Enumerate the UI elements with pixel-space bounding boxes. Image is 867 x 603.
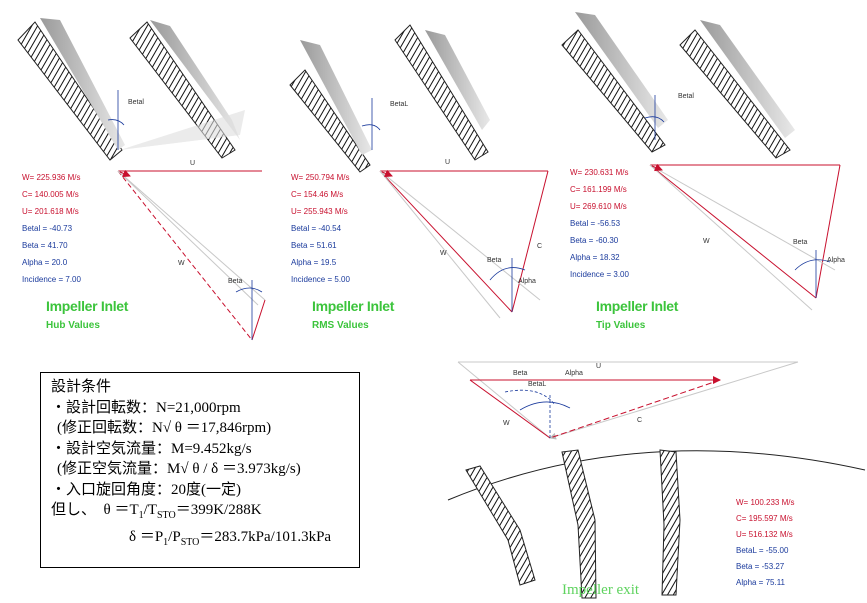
- hub-panel: Betal U W Beta W= 225.936 M/s C= 140.005…: [17, 18, 266, 341]
- exit-value-beta: Beta = -53.27: [736, 562, 785, 571]
- exit-w-label: W: [503, 420, 510, 427]
- rms-value-alpha: Alpha = 19.5: [291, 258, 337, 267]
- exit-betal-label: BetaL: [528, 381, 546, 388]
- hub-title: Impeller Inlet: [46, 298, 129, 314]
- hub-value-u: U= 201.618 M/s: [22, 207, 79, 216]
- rms-alpha-label: Alpha: [518, 278, 536, 285]
- rms-u-label: U: [445, 159, 450, 166]
- hub-value-c: C= 140.005 M/s: [22, 190, 79, 199]
- hub-blade-angle-label: Betal: [128, 99, 144, 106]
- tip-value-u: U= 269.610 M/s: [570, 202, 627, 211]
- tip-velocity-triangle: [649, 163, 841, 311]
- exit-beta-label: Beta: [513, 370, 528, 377]
- exit-title: Impeller exit: [562, 582, 640, 598]
- tip-value-betal: Betal = -56.53: [570, 219, 621, 228]
- delta-value: ＝283.7kPa/101.3kPa: [199, 528, 332, 545]
- conditions-title: 設計条件: [51, 379, 112, 395]
- hub-subtitle: Hub Values: [46, 320, 100, 331]
- exit-value-c: C= 195.597 M/s: [736, 514, 793, 523]
- tip-panel: Betal W Beta Alpha W= 230.631 M/s C= 161…: [561, 12, 845, 331]
- tip-blades: [561, 12, 795, 159]
- hub-blades: [17, 18, 245, 161]
- tip-beta-label: Beta: [793, 239, 808, 246]
- tip-w-label: W: [703, 238, 710, 245]
- tip-value-beta: Beta = -60.30: [570, 236, 619, 245]
- rms-velocity-triangle: [379, 169, 549, 319]
- rms-value-w: W= 250.794 M/s: [291, 173, 349, 182]
- hub-values-list: W= 225.936 M/s C= 140.005 M/s U= 201.618…: [22, 173, 81, 284]
- hub-value-w: W= 225.936 M/s: [22, 173, 80, 182]
- hub-beta-label: Beta: [228, 278, 243, 285]
- hub-value-betal: Betal = -40.73: [22, 224, 73, 233]
- delta-sub2: STO: [180, 536, 200, 548]
- tip-subtitle: Tip Values: [596, 320, 646, 331]
- exit-values-list: W= 100.233 M/s C= 195.597 M/s U= 516.132…: [736, 498, 794, 587]
- rms-w-label: W: [440, 250, 447, 257]
- exit-value-betal: BetaL = -55.00: [736, 546, 789, 555]
- tip-alpha-label: Alpha: [827, 257, 845, 264]
- exit-value-alpha: Alpha = 75.11: [736, 578, 786, 587]
- tip-blade-angle-label: Betal: [678, 93, 694, 100]
- rms-value-c: C= 154.46 M/s: [291, 190, 343, 199]
- delta-mid: /P: [168, 528, 181, 545]
- tip-title: Impeller Inlet: [596, 298, 679, 314]
- tip-values-list: W= 230.631 M/s C= 161.199 M/s U= 269.610…: [570, 168, 629, 279]
- conditions-inlet-swirl: ・入口旋回角度：20度(一定): [51, 481, 241, 498]
- exit-c-label: C: [637, 417, 642, 424]
- rms-subtitle: RMS Values: [312, 320, 369, 331]
- rms-blade-angle-label: BetaL: [390, 101, 408, 108]
- exit-u-label: U: [596, 363, 601, 370]
- conditions-theta-line: 但し、 θ ＝T1/TSTO＝399K/288K: [51, 500, 349, 527]
- exit-value-u: U= 516.132 M/s: [736, 530, 793, 539]
- hub-u-label: U: [190, 160, 195, 167]
- exit-velocity-triangle: [457, 361, 799, 440]
- theta-sub2: STO: [156, 510, 176, 521]
- hub-w-label: W: [178, 260, 185, 267]
- rms-title: Impeller Inlet: [312, 298, 395, 314]
- rms-c-label: C: [537, 243, 542, 250]
- rms-blades: [289, 24, 490, 173]
- exit-value-w: W= 100.233 M/s: [736, 498, 794, 507]
- design-conditions-box: 設計条件 ・設計回転数：N=21,000rpm (修正回転数：N√ θ ＝17,…: [40, 372, 360, 568]
- tip-value-alpha: Alpha = 18.32: [570, 253, 620, 262]
- tip-value-w: W= 230.631 M/s: [570, 168, 628, 177]
- rms-value-betal: Betal = -40.54: [291, 224, 342, 233]
- hub-value-incidence: Incidence = 7.00: [22, 275, 81, 284]
- rms-values-list: W= 250.794 M/s C= 154.46 M/s U= 255.943 …: [291, 173, 350, 284]
- tip-value-c: C= 161.199 M/s: [570, 185, 627, 194]
- delta-text: δ ＝P: [129, 528, 164, 545]
- exit-impeller-blades: [447, 449, 866, 599]
- exit-panel: Beta Alpha U BetaL W C W= 100.233 M/s C=…: [447, 361, 866, 599]
- delta-sub1: 1: [163, 536, 169, 548]
- rms-panel: BetaL U W Beta Alpha C W= 250.794 M/s C=…: [289, 24, 549, 331]
- hub-value-alpha: Alpha = 20.0: [22, 258, 68, 267]
- theta-value: ＝399K/288K: [175, 502, 262, 518]
- theta-sub1: 1: [138, 510, 144, 521]
- conditions-note-prefix: 但し、: [51, 502, 97, 518]
- rms-value-beta: Beta = 51.61: [291, 241, 337, 250]
- conditions-rpm: ・設計回転数：N=21,000rpm: [51, 399, 241, 416]
- hub-velocity-triangle: [117, 169, 266, 341]
- conditions-corrected-rpm: (修正回転数：N√ θ ＝17,846rpm): [57, 420, 272, 436]
- exit-alpha-label: Alpha: [565, 370, 583, 377]
- conditions-corrected-mass-flow: (修正空気流量：M√ θ / δ ＝3.973kg/s): [57, 461, 301, 477]
- theta-mid: /T: [143, 502, 157, 518]
- hub-value-beta: Beta = 41.70: [22, 241, 68, 250]
- conditions-mass-flow: ・設計空気流量：M=9.452kg/s: [51, 440, 252, 457]
- tip-value-incidence: Incidence = 3.00: [570, 270, 629, 279]
- conditions-delta-line: δ ＝P1/PSTO＝283.7kPa/101.3kPa: [51, 527, 349, 554]
- rms-value-u: U= 255.943 M/s: [291, 207, 348, 216]
- rms-beta-label: Beta: [487, 257, 502, 264]
- theta-text: θ ＝T: [103, 502, 139, 518]
- rms-value-incidence: Incidence = 5.00: [291, 275, 350, 284]
